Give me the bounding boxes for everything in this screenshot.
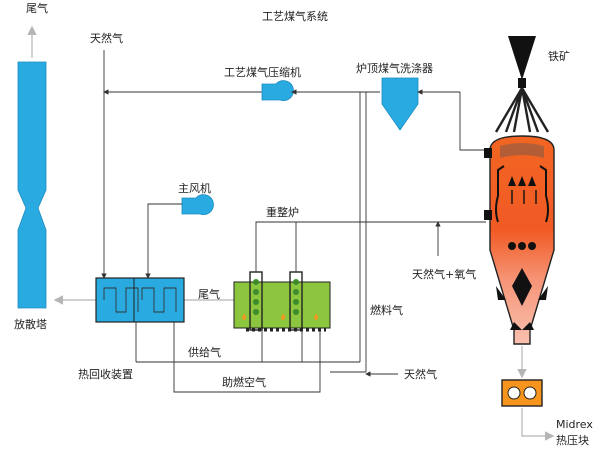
reformer-lines xyxy=(255,221,486,362)
fuel-gas-lines xyxy=(135,92,367,373)
heat-recovery-unit xyxy=(95,277,185,323)
diagram-title: 工艺煤气系统 xyxy=(262,10,328,23)
tail-gas-mid-label: 尾气 xyxy=(198,288,220,301)
process-gas-compressor xyxy=(261,80,380,101)
heat-recovery-label: 热回收装置 xyxy=(78,368,133,381)
tail-gas-top-label: 尾气 xyxy=(26,2,48,15)
reformer-label: 重整炉 xyxy=(266,206,299,219)
natural-gas-lines xyxy=(101,50,360,279)
hbi-unit xyxy=(501,379,555,441)
top-gas-scrubber-label: 炉顶煤气洗涤器 xyxy=(356,62,433,75)
iron-ore-label: 铁矿 xyxy=(548,50,570,63)
natural-gas-oxygen-label: 天然气+氧气 xyxy=(412,268,477,281)
midrex-label: Midrex xyxy=(556,418,593,431)
shaft-furnace xyxy=(484,36,555,379)
combustion-air-lines xyxy=(173,322,321,393)
main-blower xyxy=(145,194,214,279)
natural-gas-bottom-label: 天然气 xyxy=(404,368,437,381)
combustion-air-label: 助燃空气 xyxy=(222,376,266,389)
reformer xyxy=(233,271,331,332)
hbi-label: 热压块 xyxy=(556,434,589,447)
main-blower-label: 主风机 xyxy=(178,182,211,195)
feed-gas-label: 供给气 xyxy=(188,346,221,359)
top-gas-scrubber xyxy=(381,77,486,151)
fuel-gas-label: 燃料气 xyxy=(370,304,403,317)
natural-gas-top-label: 天然气 xyxy=(90,32,123,45)
process-gas-compressor-label: 工艺煤气压缩机 xyxy=(224,66,301,79)
vent-stack xyxy=(17,25,47,309)
vent-stack-label: 放散塔 xyxy=(14,318,47,331)
